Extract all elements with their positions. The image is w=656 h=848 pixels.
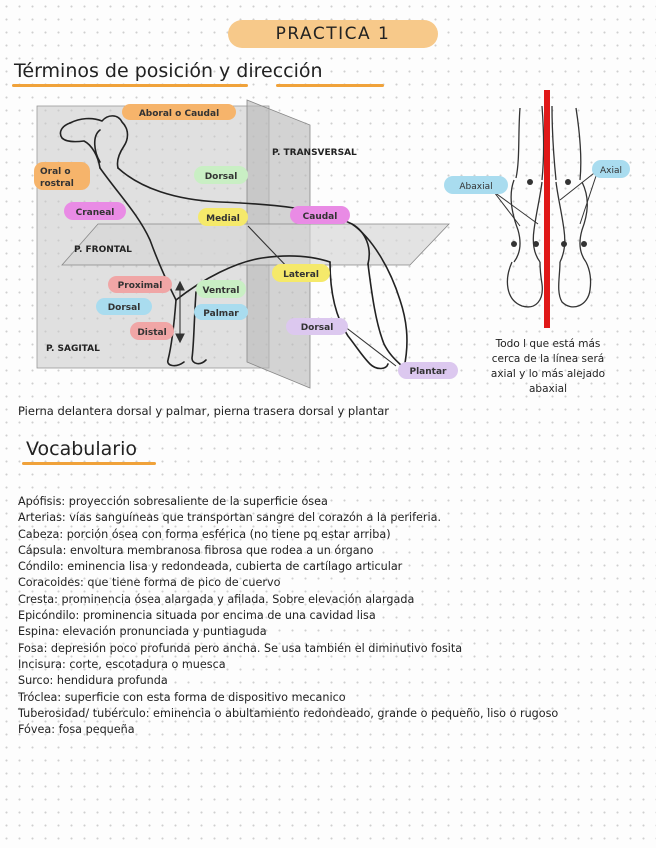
svg-text:axial y lo más alejado: axial y lo más alejado: [491, 368, 605, 380]
label-transversal: P. TRANSVERSAL: [272, 148, 357, 158]
diagram-caption: Pierna delantera dorsal y palmar, pierna…: [18, 404, 390, 418]
label-lateral: Lateral: [272, 264, 330, 282]
label-ventral: Ventral: [196, 280, 246, 298]
list-item: Surco: hendidura profunda: [18, 674, 168, 688]
svg-text:rostral: rostral: [40, 179, 74, 189]
label-frontal: P. FRONTAL: [74, 245, 132, 255]
label-craneal: Craneal: [64, 202, 126, 220]
svg-text:Todo l que está más: Todo l que está más: [495, 338, 601, 350]
label-proximal: Proximal: [108, 276, 172, 293]
title-underline-2: [276, 84, 384, 87]
list-item: Fóvea: fosa pequeña: [18, 723, 135, 737]
svg-text:Palmar: Palmar: [203, 309, 239, 319]
label-palmar: Palmar: [194, 304, 248, 320]
dog-outline: [59, 115, 408, 370]
svg-text:Caudal: Caudal: [303, 212, 338, 222]
label-dorsal-hind: Dorsal: [286, 318, 348, 335]
svg-text:Dorsal: Dorsal: [301, 323, 334, 333]
axial-note: Todo l que está más cerca de la línea se…: [491, 338, 605, 395]
svg-text:Distal: Distal: [137, 328, 166, 338]
svg-text:Plantar: Plantar: [410, 367, 448, 377]
label-sagital: P. SAGITAL: [46, 344, 100, 354]
svg-text:cerca de la línea será: cerca de la línea será: [492, 353, 604, 365]
list-item: Arterias: vías sanguíneas que transporta…: [18, 511, 442, 525]
foot-bones: [506, 105, 592, 308]
list-item: Cresta: prominencia ósea alargada y afil…: [18, 592, 415, 606]
label-dorsal-top: Dorsal: [194, 166, 248, 184]
label-axial: Axial: [592, 160, 630, 178]
title-badge: PRACTICA 1: [228, 20, 438, 48]
section-title-position: Términos de posición y dirección: [14, 60, 323, 82]
label-oral: Oral o rostral: [34, 162, 90, 190]
list-item: Cápsula: envoltura membranosa fibrosa qu…: [18, 543, 374, 557]
svg-text:Dorsal: Dorsal: [205, 172, 238, 182]
list-item: Tróclea: superficie con esta forma de di…: [18, 690, 346, 704]
list-item: Fosa: depresión poco profunda pero ancha…: [18, 641, 463, 655]
foot-pointers: [493, 169, 599, 227]
label-plantar: Plantar: [398, 362, 458, 379]
svg-text:Oral o: Oral o: [40, 167, 71, 177]
list-item: Espina: elevación pronunciada y puntiagu…: [18, 625, 267, 639]
list-item: Cabeza: porción ósea con forma esférica …: [18, 527, 391, 541]
vocabulary-list: Apófisis: proyección sobresaliente de la…: [18, 494, 633, 738]
label-distal: Distal: [130, 322, 174, 340]
label-dorsal-front: Dorsal: [96, 298, 152, 315]
svg-text:Aboral o Caudal: Aboral o Caudal: [139, 109, 219, 119]
section-title-vocabulary: Vocabulario: [26, 438, 137, 460]
svg-text:Proximal: Proximal: [118, 281, 163, 291]
anatomy-diagram: Aboral o Caudal Oral o rostral P. TRANSV…: [34, 90, 630, 395]
axial-line: [544, 90, 550, 328]
label-abaxial: Abaxial: [444, 176, 508, 194]
svg-text:Dorsal: Dorsal: [108, 303, 141, 313]
label-medial: Medial: [198, 208, 248, 226]
list-item: Coracoides: que tiene forma de pico de c…: [18, 576, 281, 590]
list-item: Cóndilo: eminencia lisa y redondeada, cu…: [18, 560, 403, 574]
list-item: Epicóndilo: prominencia situada por enci…: [18, 609, 376, 623]
page-title: PRACTICA 1: [275, 24, 391, 44]
svg-text:Craneal: Craneal: [76, 208, 115, 218]
label-caudal: Caudal: [290, 206, 350, 224]
svg-text:Medial: Medial: [206, 214, 240, 224]
svg-text:Lateral: Lateral: [283, 270, 319, 280]
list-item: Incisura: corte, escotadura o muesca: [18, 657, 226, 671]
svg-text:Abaxial: Abaxial: [459, 182, 492, 192]
title-underline-1: [12, 84, 248, 87]
list-item: Apófisis: proyección sobresaliente de la…: [18, 495, 328, 508]
vocab-underline: [22, 462, 156, 465]
svg-text:abaxial: abaxial: [529, 383, 567, 395]
svg-text:Ventral: Ventral: [203, 286, 240, 296]
label-aboral: Aboral o Caudal: [122, 104, 236, 120]
svg-text:Axial: Axial: [600, 166, 622, 176]
list-item: Tuberosidad/ tubérculo: eminencia o abul…: [18, 706, 559, 720]
